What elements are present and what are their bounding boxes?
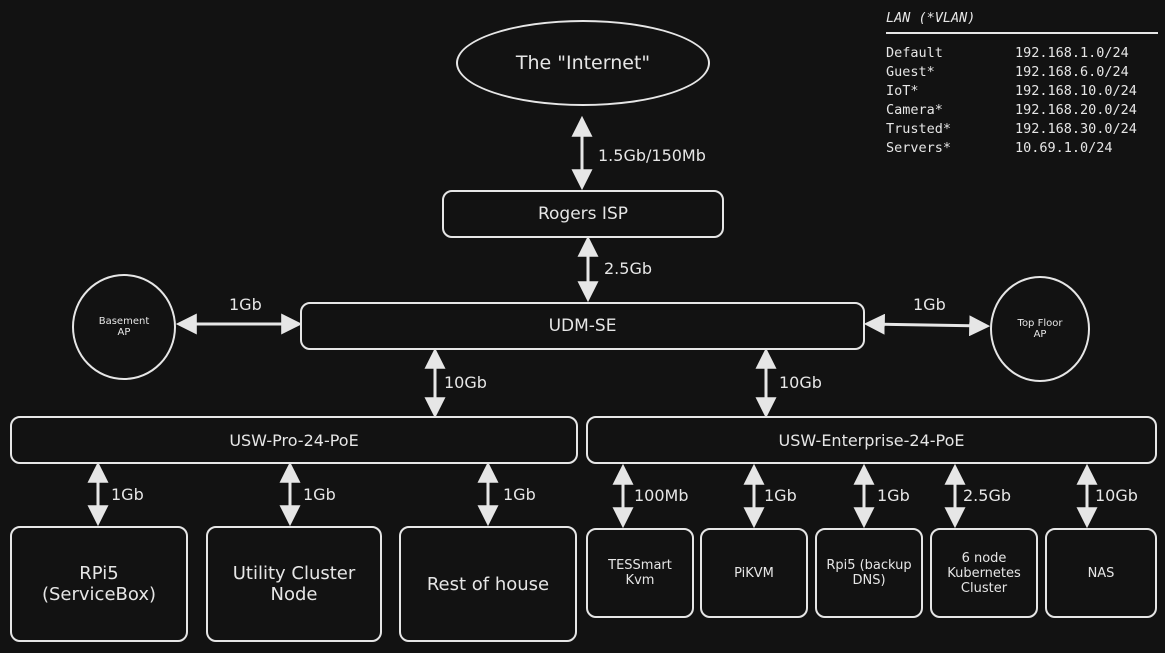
- top-floor-ap-node: Top Floor AP: [990, 276, 1090, 382]
- rest-of-house-node: Rest of house: [399, 526, 577, 642]
- label-ent-tessmart: 100Mb: [634, 486, 689, 505]
- vlan-name: Servers*: [886, 140, 952, 156]
- rpi5-servicebox-node: RPi5 (ServiceBox): [10, 526, 188, 642]
- pikvm-node: PiKVM: [700, 528, 808, 618]
- label-internet-isp: 1.5Gb/150Mb: [598, 146, 706, 165]
- vlan-name: Default: [886, 45, 943, 61]
- udm-se-node: UDM-SE: [300, 302, 865, 350]
- link-udm-topfloor: [863, 313, 991, 337]
- label-udm-pro: 10Gb: [444, 373, 487, 392]
- legend-row: Camera* 192.168.20.0/24: [886, 101, 1158, 120]
- label-ent-pikvm: 1Gb: [764, 486, 797, 505]
- legend-row: Default 192.168.1.0/24: [886, 44, 1158, 63]
- vlan-name: Camera*: [886, 102, 943, 118]
- usw-enterprise-24-poe-node: USW-Enterprise-24-PoE: [586, 416, 1157, 464]
- vlan-name: Trusted*: [886, 121, 952, 137]
- vlan-subnet: 192.168.30.0/24: [1015, 121, 1137, 137]
- vlan-subnet: 10.69.1.0/24: [1015, 140, 1113, 156]
- lan-legend: LAN (*VLAN) Default 192.168.1.0/24 Guest*…: [886, 10, 1158, 158]
- utility-cluster-node: Utility Cluster Node: [206, 526, 382, 642]
- usw-pro-24-poe-node: USW-Pro-24-PoE: [10, 416, 578, 464]
- vlan-subnet: 192.168.1.0/24: [1015, 45, 1129, 61]
- label-pro-utility: 1Gb: [303, 485, 336, 504]
- legend-row: Servers* 10.69.1.0/24: [886, 139, 1158, 158]
- label-ent-k8s: 2.5Gb: [963, 486, 1011, 505]
- nas-node: NAS: [1045, 528, 1157, 618]
- legend-title: LAN (*VLAN): [886, 10, 1158, 34]
- vlan-name: IoT*: [886, 83, 919, 99]
- label-basement-udm: 1Gb: [229, 295, 262, 314]
- vlan-subnet: 192.168.20.0/24: [1015, 102, 1137, 118]
- legend-row: Trusted* 192.168.30.0/24: [886, 120, 1158, 139]
- label-udm-topfloor: 1Gb: [913, 295, 946, 314]
- rogers-isp-node: Rogers ISP: [442, 190, 724, 238]
- label-ent-nas: 10Gb: [1095, 486, 1138, 505]
- internet-node: The "Internet": [456, 20, 710, 106]
- label-pro-rest: 1Gb: [503, 485, 536, 504]
- vlan-name: Guest*: [886, 64, 935, 80]
- legend-row: IoT* 192.168.10.0/24: [886, 82, 1158, 101]
- tessmart-kvm-node: TESSmart Kvm: [586, 528, 694, 618]
- vlan-subnet: 192.168.6.0/24: [1015, 64, 1129, 80]
- kubernetes-cluster-node: 6 node Kubernetes Cluster: [930, 528, 1038, 618]
- basement-ap-node: Basement AP: [72, 274, 176, 380]
- rpi5-backup-dns-node: Rpi5 (backup DNS): [815, 528, 923, 618]
- vlan-subnet: 192.168.10.0/24: [1015, 83, 1137, 99]
- label-udm-ent: 10Gb: [779, 373, 822, 392]
- label-pro-rpi5: 1Gb: [111, 485, 144, 504]
- label-ent-rpi5dns: 1Gb: [877, 486, 910, 505]
- legend-row: Guest* 192.168.6.0/24: [886, 63, 1158, 82]
- label-isp-udm: 2.5Gb: [604, 259, 652, 278]
